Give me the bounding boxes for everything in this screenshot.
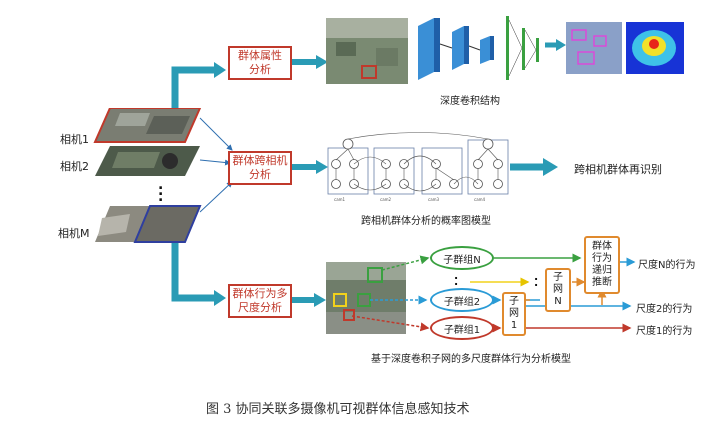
multiscale-caption: 基于深度卷积子网的多尺度群体行为分析模型 — [371, 354, 571, 365]
cnn-caption: 深度卷积结构 — [440, 96, 500, 107]
svg-text:cam4: cam4 — [474, 197, 486, 202]
pgm-caption: 跨相机群体分析的概率图模型 — [361, 216, 491, 227]
camera-label-1: 相机1 — [60, 133, 89, 146]
group-attribute-analysis-box: 群体属性 分析 — [228, 46, 292, 80]
figure-caption: 图 3 协同关联多摄像机可视群体信息感知技术 — [206, 402, 470, 417]
subnet-1-box: 子 网 1 — [502, 292, 526, 336]
camera-label-2: 相机2 — [60, 160, 89, 173]
subnet-ellipsis: . . — [534, 270, 539, 289]
cnn-structure-diagram — [418, 16, 539, 80]
reid-output-label: 跨相机群体再识别 — [574, 163, 662, 176]
multiscale-behavior-analysis-box: 群体行为多 尺度分析 — [228, 284, 292, 318]
camera-label-m: 相机M — [58, 227, 90, 240]
camera-images — [93, 108, 202, 243]
ellipsis-dots: . . . — [158, 177, 164, 205]
probabilistic-graph-model: cam1 cam2 cam3 cam4 — [327, 132, 509, 202]
recursive-inference-box: 群体 行为 递归 推断 — [584, 236, 620, 294]
scale-n-output: 尺度N的行为 — [638, 260, 696, 271]
svg-text:cam2: cam2 — [380, 197, 392, 202]
svg-text:cam3: cam3 — [428, 197, 440, 202]
cross-camera-analysis-box: 群体跨相机 分析 — [228, 151, 292, 185]
svg-text:cam1: cam1 — [334, 197, 346, 202]
subgroup-n-ellipse: 子群组N — [430, 246, 494, 270]
scale-1-output: 尺度1的行为 — [636, 326, 693, 337]
subnet-n-box: 子 网 N — [545, 268, 571, 312]
subgroup-1-ellipse: 子群组1 — [430, 316, 494, 340]
crowd-photo-top — [326, 18, 408, 84]
attribute-output-images — [566, 22, 684, 74]
subgroup-ellipsis: . . — [454, 269, 459, 288]
scale-2-output: 尺度2的行为 — [636, 304, 693, 315]
subgroup-2-ellipse: 子群组2 — [430, 288, 494, 312]
crowd-photo-bottom — [326, 262, 406, 334]
